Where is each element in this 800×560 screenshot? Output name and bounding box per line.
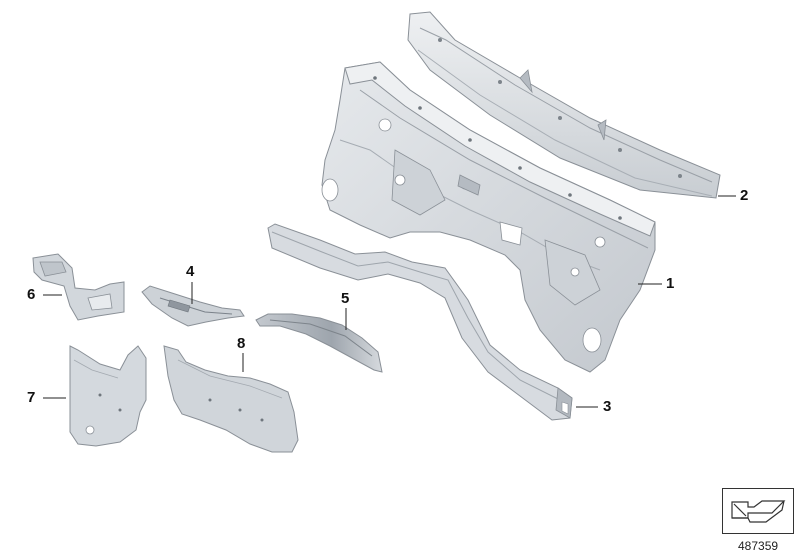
callout-6: 6	[27, 286, 36, 303]
callout-4: 4	[186, 263, 195, 280]
callout-1: 1	[666, 275, 675, 292]
back-arrow-icon[interactable]	[722, 488, 794, 534]
diagram-number: 487359	[738, 539, 779, 553]
callout-7: 7	[27, 389, 36, 406]
part-5-shield	[255, 313, 383, 373]
part-6-bracket	[32, 253, 125, 321]
part-4-plate	[141, 285, 245, 327]
part-2-cowl-upper-rail	[407, 11, 721, 199]
part-7-panel	[69, 345, 147, 447]
callout-5: 5	[341, 290, 350, 307]
part-1-bulkhead	[321, 61, 656, 373]
part-8-panel	[163, 345, 299, 453]
callout-2: 2	[740, 187, 749, 204]
callout-8: 8	[237, 335, 246, 352]
leader-lines	[43, 195, 736, 408]
callout-3: 3	[603, 398, 612, 415]
part-3-cross-member	[267, 223, 573, 421]
